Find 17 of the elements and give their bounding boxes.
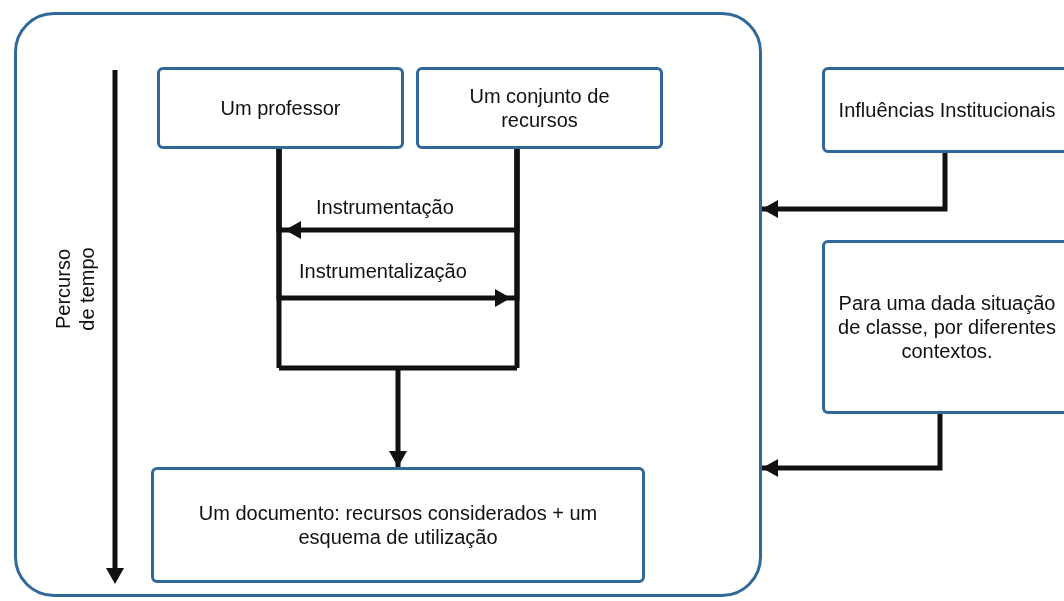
- process-box: [157, 67, 404, 149]
- process-box: [822, 67, 1064, 153]
- process-box: [151, 467, 645, 583]
- rounded-panel: [14, 12, 762, 597]
- box-text: Para uma dada situação de classe, por diferentes contextos.: [837, 291, 1057, 363]
- arrow: [276, 146, 520, 470]
- arrow: [762, 153, 948, 218]
- box-text: Um professor: [220, 96, 341, 120]
- process-box: [416, 67, 663, 149]
- process-box: [822, 240, 1064, 414]
- arrow: [762, 414, 943, 477]
- edge-label: Instrumentalização: [297, 260, 469, 283]
- box-text: Um conjunto de recursos: [468, 84, 611, 132]
- edge-label: Instrumentação: [314, 196, 456, 219]
- box-text: Um documento: recursos considerados + um esquema de utilização: [197, 501, 599, 549]
- box-text: Influências Institucionais: [838, 98, 1056, 122]
- axis-label: Percurso de tempo: [51, 246, 99, 333]
